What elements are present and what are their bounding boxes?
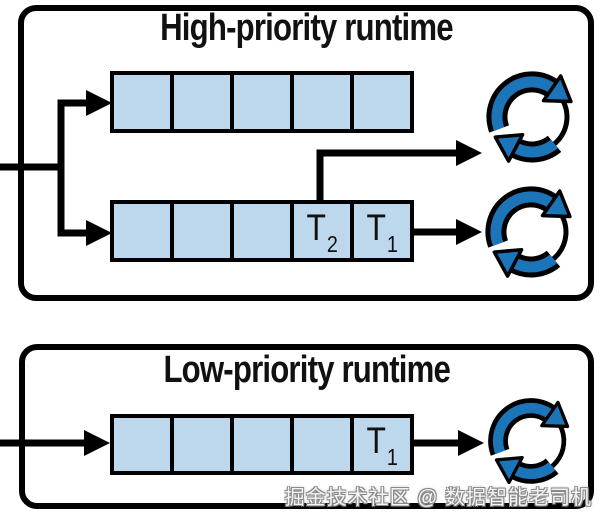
queue-cell (230, 75, 290, 129)
task-label: T (366, 420, 386, 461)
watermark: 掘金技术社区 @ 数据智能老司机 (284, 487, 592, 509)
cycle-arrows-icon (482, 67, 582, 167)
task-subscript: 1 (386, 230, 398, 257)
cycle-arrows-icon (484, 394, 578, 488)
arrowhead (86, 90, 112, 116)
queue-cell (114, 204, 170, 258)
queue-cell (290, 418, 350, 471)
arrowhead (86, 220, 112, 246)
queue-cell (170, 204, 230, 258)
queue-cell (230, 204, 290, 258)
high-priority-runtime-box (18, 5, 594, 301)
queue-cell (230, 418, 290, 471)
queue-cell (290, 75, 350, 129)
low-priority-runtime-box (19, 344, 594, 509)
task-label: T (366, 206, 386, 248)
low-priority-runtime-title: Low-priority runtime (163, 349, 451, 391)
arrowhead (456, 219, 482, 245)
cycle-arrows-icon (481, 182, 581, 282)
queue-cell (114, 75, 170, 129)
queue-cell (350, 75, 410, 129)
arrowhead (458, 430, 484, 456)
task-subscript: 2 (326, 230, 338, 257)
high-priority-queue-empty (110, 71, 414, 133)
queue-cell (170, 418, 230, 471)
queue-cell (114, 418, 170, 471)
arrowhead (84, 430, 110, 456)
queue-to-top-processor-line (316, 149, 460, 204)
arrowhead (456, 140, 482, 166)
queue-cell (170, 75, 230, 129)
task-subscript: 1 (386, 444, 398, 470)
task-label: T (306, 206, 326, 248)
high-priority-runtime-title: High-priority runtime (159, 7, 453, 49)
